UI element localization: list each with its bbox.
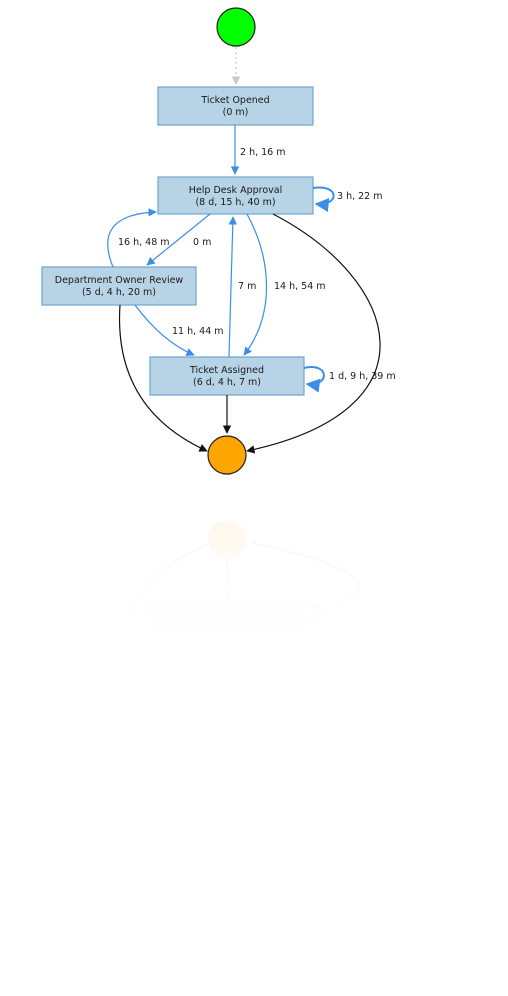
edge-review-to-assigned [134,304,195,356]
edge-review-to-end [118,304,208,452]
node-ticket-assigned-duration: (6 d, 4 h, 7 m) [193,377,261,388]
edge-approval-to-end [246,213,381,454]
node-ticket-assigned[interactable]: Ticket Assigned (6 d, 4 h, 7 m) [149,356,305,396]
node-ticket-opened-title: Ticket Opened [200,95,269,106]
edge-label-assigned-self-loop: 1 d, 9 h, 39 m [329,371,396,382]
edge-assigned-to-approval [228,216,237,358]
node-help-desk-approval-title: Help Desk Approval [189,185,282,196]
reflection-fade [0,515,508,645]
edge-label-approval-to-review: 0 m [193,237,211,248]
node-department-owner-review-title: Department Owner Review [55,275,184,286]
node-department-owner-review[interactable]: Department Owner Review (5 d, 4 h, 20 m) [41,266,197,306]
edge-label-opened-to-approval: 2 h, 16 m [240,147,286,158]
end-event [207,435,247,475]
edge-label-approval-to-assigned: 14 h, 54 m [274,281,326,292]
edge-review-to-approval [107,208,157,268]
node-help-desk-approval[interactable]: Help Desk Approval (8 d, 15 h, 40 m) [157,176,314,215]
node-department-owner-review-duration: (5 d, 4 h, 20 m) [82,287,156,298]
edge-label-review-to-assigned: 11 h, 44 m [172,326,224,337]
node-ticket-assigned-title: Ticket Assigned [189,365,264,376]
edge-label-approval-self-loop: 3 h, 22 m [337,191,383,202]
edge-approval-self-loop [312,186,335,213]
node-ticket-opened[interactable]: Ticket Opened (0 m) [157,86,314,126]
edge-assigned-self-loop [303,366,325,393]
edge-label-assigned-to-approval: 7 m [238,281,256,292]
edge-approval-to-assigned [243,213,267,356]
node-ticket-opened-duration: (0 m) [223,107,249,118]
edge-label-review-to-approval: 16 h, 48 m [118,237,170,248]
edge-approval-to-review [146,213,211,266]
node-help-desk-approval-duration: (8 d, 15 h, 40 m) [195,197,275,208]
start-event [216,7,256,47]
